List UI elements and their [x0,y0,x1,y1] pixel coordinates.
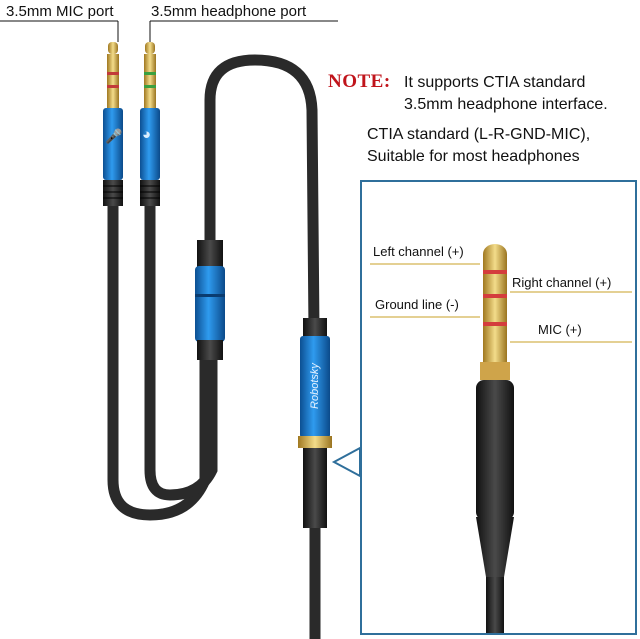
mic-label: MIC (+) [538,322,582,337]
right-channel-label: Right channel (+) [512,275,612,290]
note-line-3: CTIA standard (L-R-GND-MIC), [367,126,591,143]
plug-detail-inset: Left channel (+) Right channel (+) Groun… [360,180,637,635]
mic-port-label: 3.5mm MIC port [6,3,114,20]
mic-plug [103,42,123,206]
note-line-4: Suitable for most headphones [367,148,580,165]
microphone-icon: 🎤 [105,128,123,144]
headphone-port-label: 3.5mm headphone port [151,3,307,20]
ground-line-label: Ground line (-) [375,297,459,312]
note-line-2: 3.5mm headphone interface. [404,96,608,113]
left-channel-label: Left channel (+) [373,244,464,259]
headphone-plug [140,42,160,206]
note-line-1: It supports CTIA standard [404,74,586,91]
headphone-icon: ◕ [142,126,152,143]
brand-text: Robotsky [309,363,321,409]
note-title: NOTE: [328,71,391,92]
